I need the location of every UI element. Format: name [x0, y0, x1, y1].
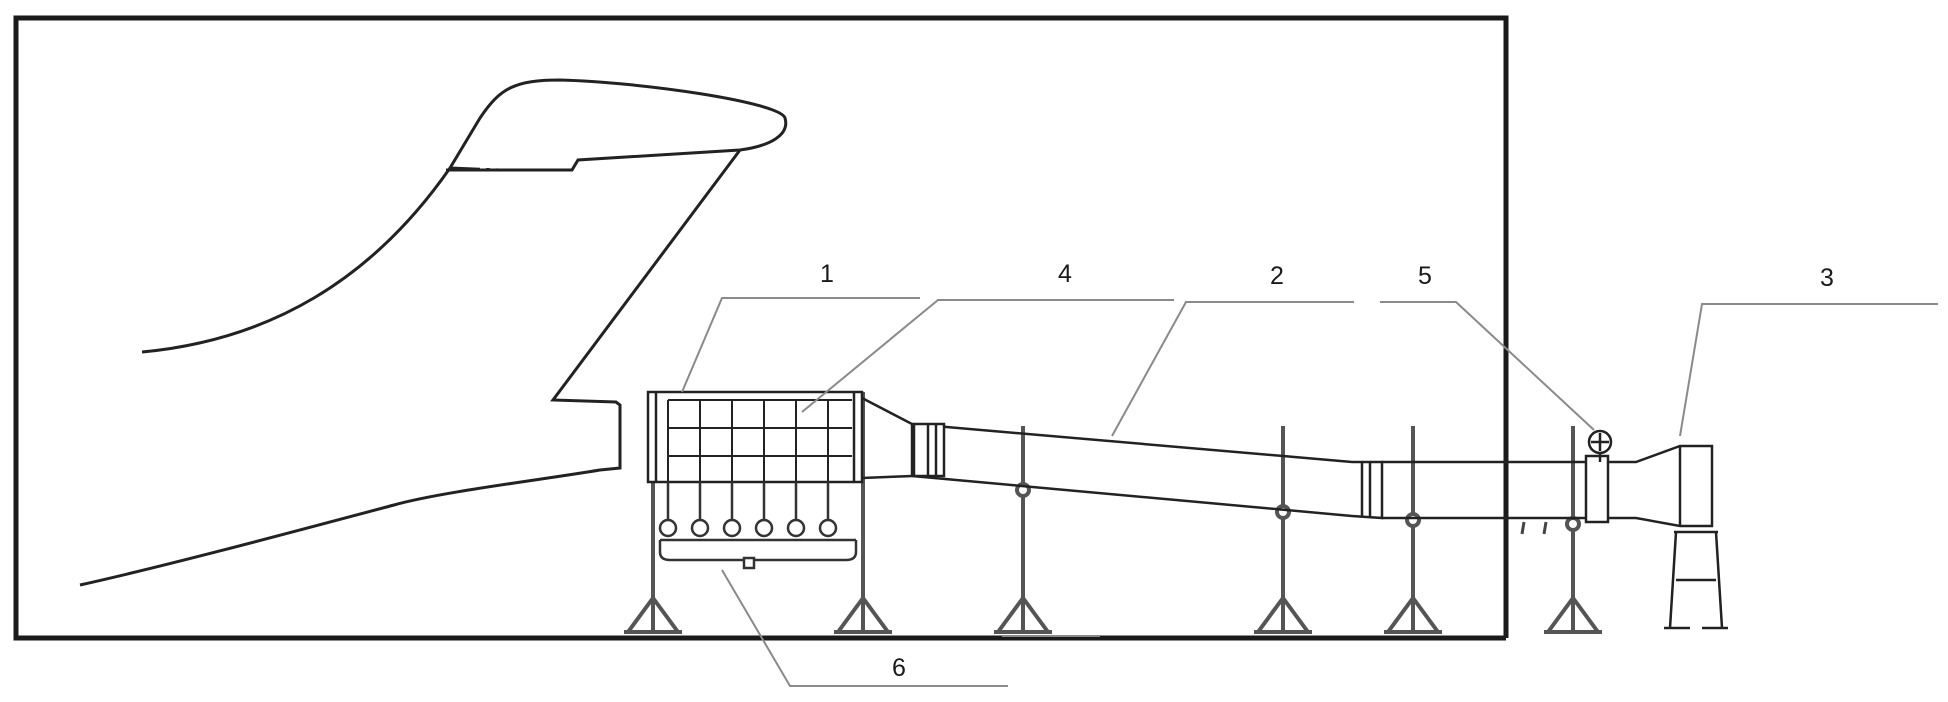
- hangar-enclosure: [13, 15, 1509, 641]
- fan-motor: [1587, 429, 1613, 462]
- support-stand-5: [1384, 426, 1442, 634]
- leader-3: [1679, 303, 1938, 437]
- drain-fittings: [1520, 521, 1548, 535]
- leader-6: [721, 569, 1008, 687]
- label-fan-motor: 5: [1418, 262, 1432, 290]
- leader-1: [681, 297, 920, 393]
- diffuser-duct: [911, 422, 1384, 520]
- support-frame: [658, 482, 858, 570]
- leader-lines: [681, 297, 1938, 687]
- leader-5: [1380, 301, 1595, 431]
- straight-duct: [1382, 454, 1610, 524]
- support-stand-6: [1544, 426, 1602, 634]
- fan-unit: [1608, 444, 1728, 630]
- label-honeycomb-grid: 4: [1058, 260, 1072, 288]
- label-support-frame: 6: [892, 654, 906, 682]
- label-fan-unit: 3: [1820, 264, 1834, 292]
- honeycomb-grid: [667, 399, 852, 482]
- leader-4: [801, 299, 1174, 413]
- contraction-cone: [861, 396, 914, 480]
- test-section: [646, 390, 864, 484]
- support-stand-3: [994, 426, 1052, 634]
- aircraft-tail: [79, 78, 788, 587]
- leader-2: [1111, 301, 1354, 437]
- label-diffuser-duct: 2: [1270, 262, 1284, 290]
- label-test-section: 1: [820, 260, 834, 288]
